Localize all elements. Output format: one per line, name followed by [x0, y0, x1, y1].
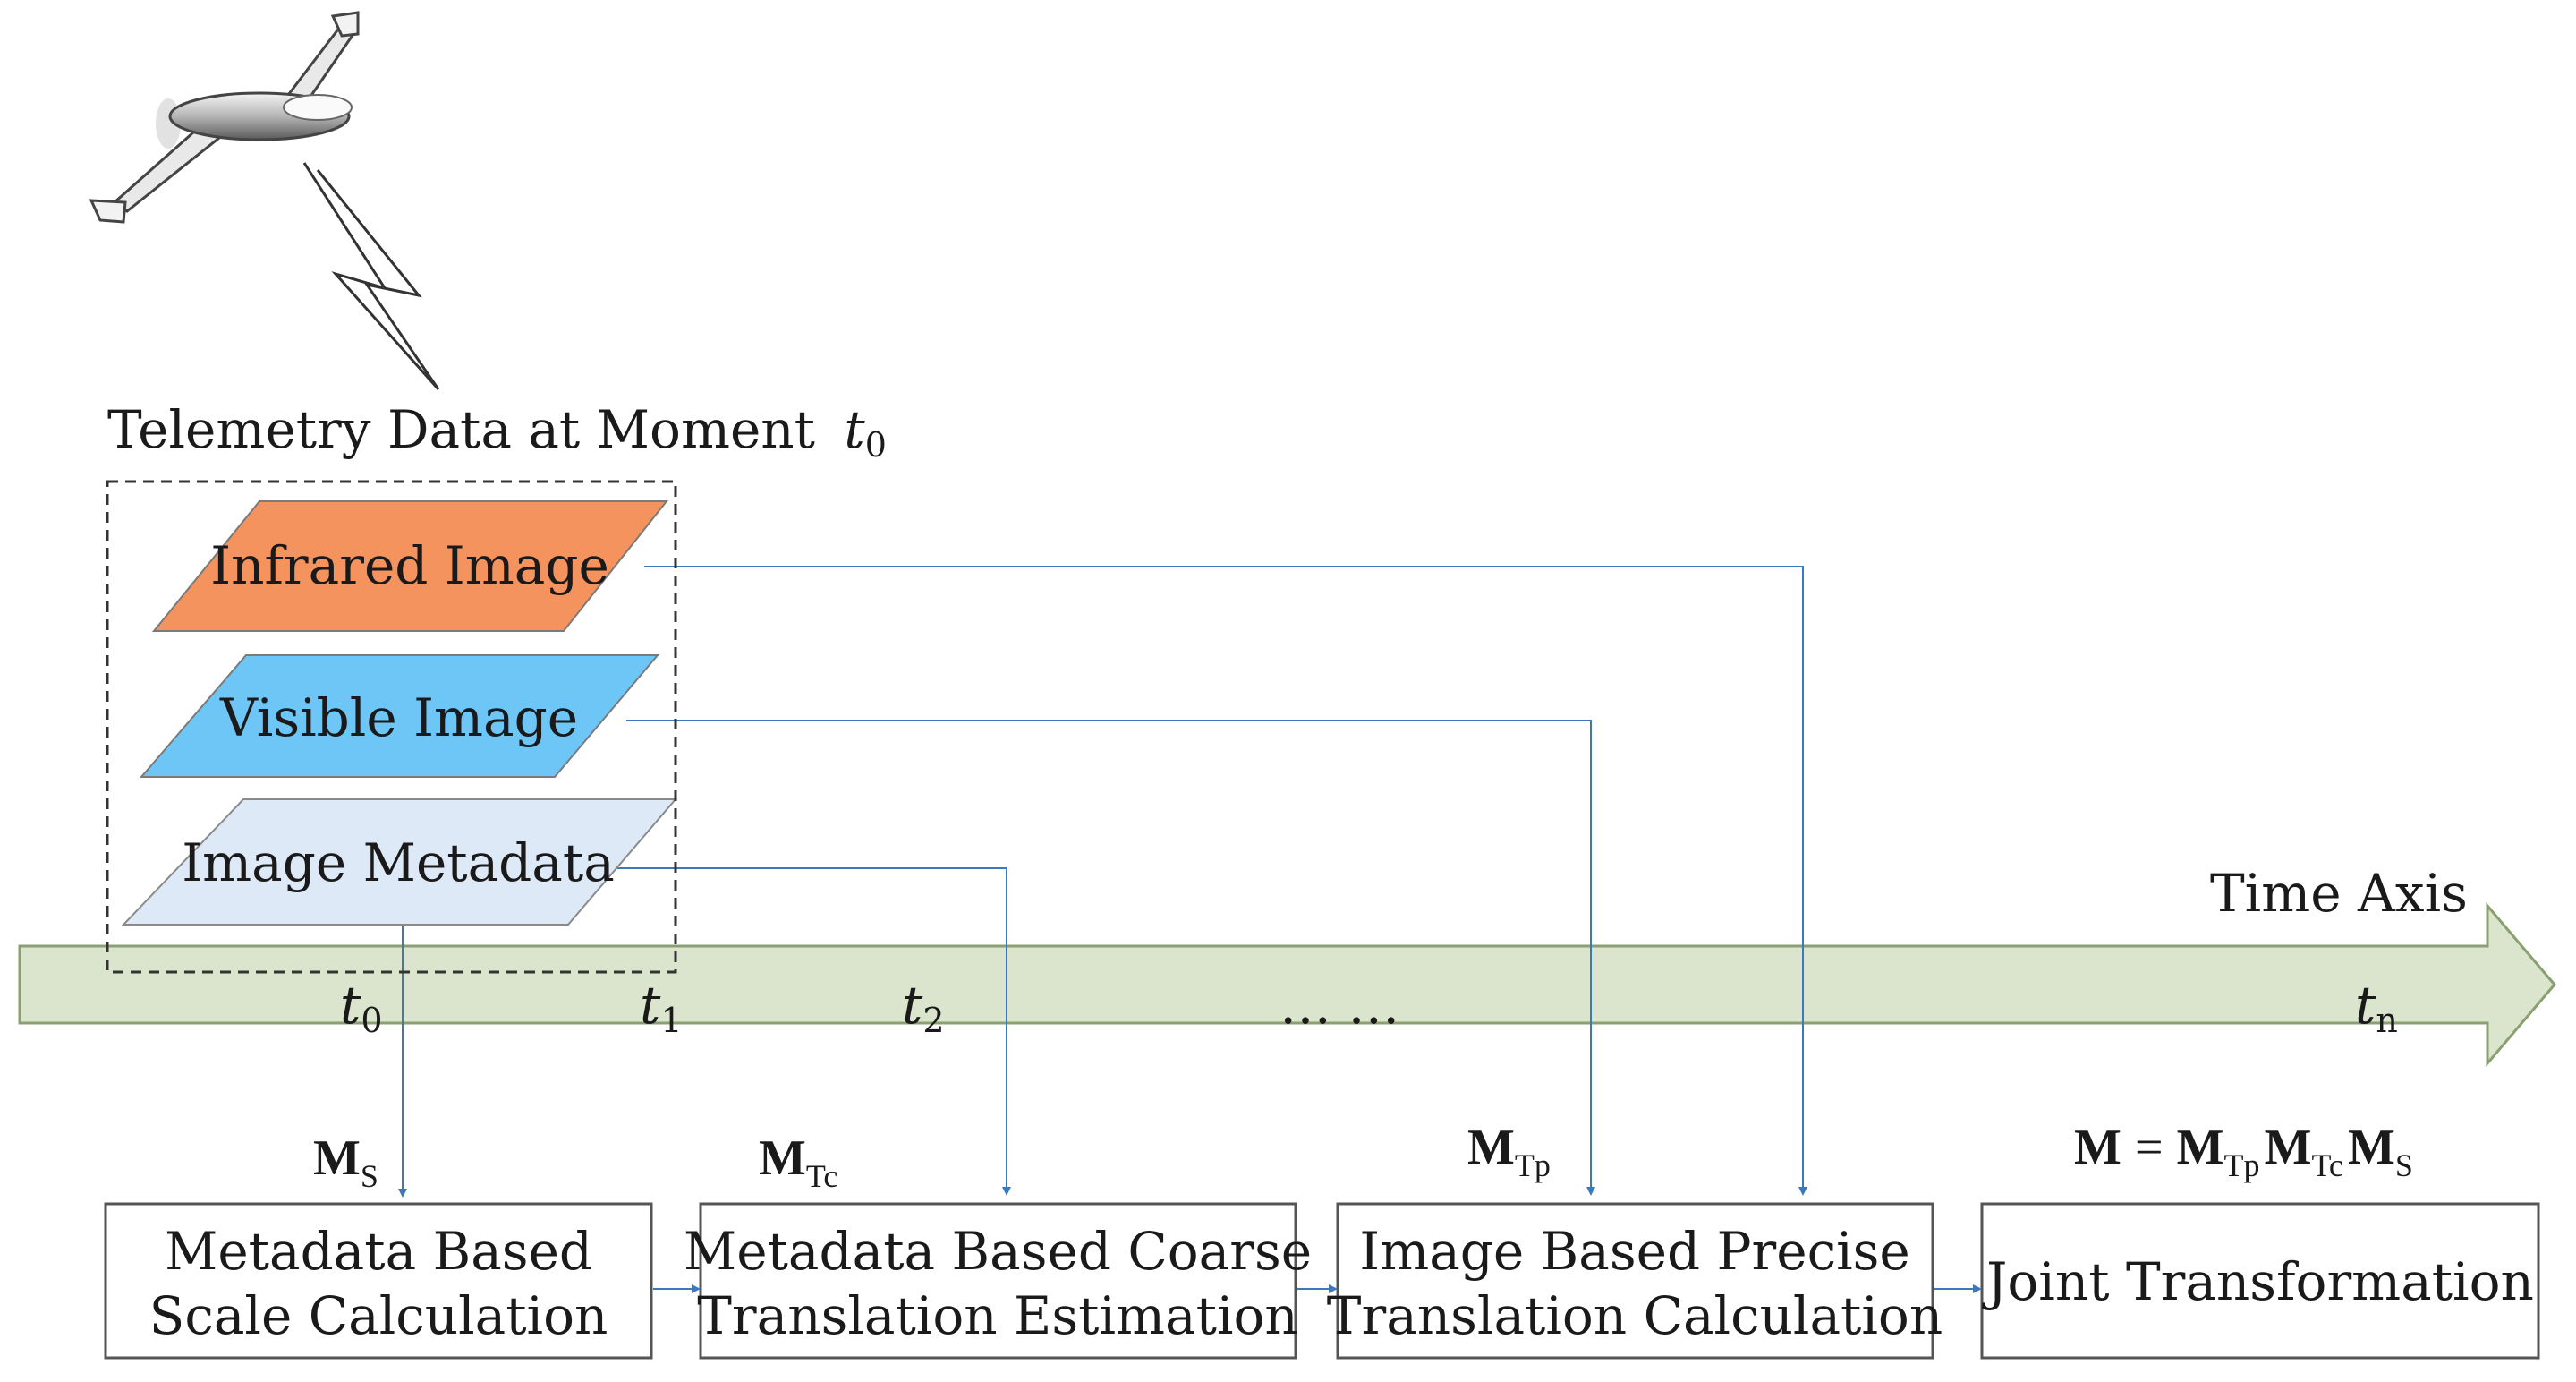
- svg-text:Scale Calculation: Scale Calculation: [149, 1285, 608, 1346]
- svg-text:Metadata Based: Metadata Based: [165, 1221, 592, 1282]
- svg-text:Image Based Precise: Image Based Precise: [1359, 1221, 1909, 1282]
- svg-text:Infrared Image: Infrared Image: [210, 535, 609, 596]
- svg-text:Joint Transformation: Joint Transformation: [1982, 1251, 2534, 1312]
- step-coarse-box: Metadata Based Coarse Translation Estima…: [684, 1202, 1312, 1360]
- matrix-ms-label: MS: [313, 1130, 378, 1194]
- connector-metadata-to-coarse: [617, 867, 1011, 1196]
- matrix-mtp-label: MTp: [1467, 1120, 1551, 1183]
- time-axis-label: Time Axis: [2210, 863, 2468, 924]
- step-scale-box: Metadata Based Scale Calculation: [104, 1202, 653, 1360]
- layer-visible: Visible Image: [139, 654, 660, 778]
- telemetry-title: Telemetry Data at Moment t0: [107, 399, 887, 465]
- svg-text:Image Metadata: Image Metadata: [182, 832, 615, 893]
- uav-aircraft-icon: [89, 11, 360, 224]
- connector-visible-to-precise: [626, 720, 1595, 1196]
- svg-text:Translation Calculation: Translation Calculation: [1327, 1285, 1943, 1346]
- tick-t1: t1: [640, 975, 683, 1040]
- connector-infrared-to-precise: [644, 566, 1807, 1196]
- tick-ellipsis: … …: [1279, 975, 1399, 1036]
- svg-text:Translation Estimation: Translation Estimation: [697, 1285, 1297, 1346]
- tick-t2: t2: [902, 975, 945, 1040]
- time-axis-arrow: [18, 901, 2556, 1068]
- step-joint-box: Joint Transformation: [1980, 1202, 2540, 1360]
- layer-metadata: Image Metadata: [121, 798, 678, 926]
- svg-text:Metadata Based Coarse: Metadata Based Coarse: [684, 1221, 1312, 1282]
- matrix-joint-equation: M = MTp MTc MS: [2074, 1120, 2413, 1183]
- matrix-mtc-label: MTc: [759, 1130, 837, 1194]
- tick-tn: tn: [2355, 975, 2398, 1040]
- telemetry-link-icon: [302, 162, 440, 390]
- layer-infrared: Infrared Image: [151, 500, 669, 632]
- step-precise-box: Image Based Precise Translation Calculat…: [1327, 1202, 1943, 1360]
- tick-t0: t0: [340, 975, 383, 1040]
- telemetry-group-box: [106, 480, 677, 974]
- svg-text:Visible Image: Visible Image: [219, 687, 578, 748]
